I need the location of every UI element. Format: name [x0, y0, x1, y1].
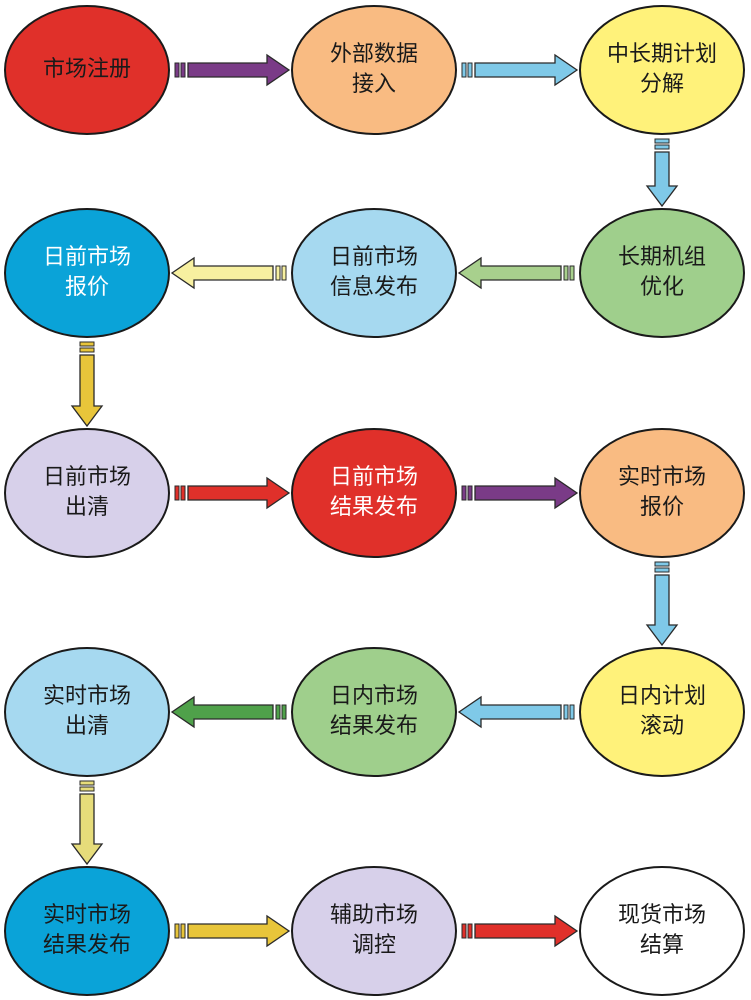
- node-spot-market-settlement: 现货市场 结算: [579, 866, 745, 996]
- arrow-market-registration-to-external-data-access: [174, 53, 291, 87]
- node-market-registration: 市场注册: [4, 5, 170, 135]
- arrow-long-term-unit-optimization-to-day-ahead-market-info-release: [457, 256, 575, 290]
- node-day-ahead-market-info-release: 日前市场 信息发布: [291, 208, 457, 338]
- node-label: 日前市场 结果发布: [329, 465, 418, 520]
- node-intraday-market-result-release: 日内市场 结果发布: [291, 647, 457, 777]
- node-label: 现货市场 结算: [617, 903, 706, 958]
- arrow-day-ahead-market-bidding-to-day-ahead-market-clearing: [70, 341, 104, 428]
- arrow-day-ahead-market-clearing-to-day-ahead-market-result-release: [174, 476, 291, 510]
- arrow-real-time-market-clearing-to-real-time-market-result-release: [70, 780, 104, 866]
- node-auxiliary-market-regulation: 辅助市场 调控: [291, 866, 457, 996]
- node-label: 市场注册: [42, 57, 131, 82]
- node-label: 辅助市场 调控: [329, 903, 418, 958]
- arrow-mid-long-term-plan-decomposition-to-long-term-unit-optimization: [645, 138, 679, 208]
- node-label: 长期机组 优化: [617, 245, 706, 300]
- node-label: 日前市场 报价: [42, 245, 131, 300]
- node-external-data-access: 外部数据 接入: [291, 5, 457, 135]
- node-intraday-plan-rolling: 日内计划 滚动: [579, 647, 745, 777]
- arrow-day-ahead-market-result-release-to-real-time-market-bidding: [461, 476, 579, 510]
- node-day-ahead-market-clearing: 日前市场 出清: [4, 428, 170, 558]
- node-label: 实时市场 结果发布: [42, 903, 131, 958]
- arrow-real-time-market-bidding-to-intraday-plan-rolling: [645, 561, 679, 647]
- arrow-auxiliary-market-regulation-to-spot-market-settlement: [461, 914, 579, 948]
- arrow-external-data-access-to-mid-long-term-plan-decomposition: [461, 53, 579, 87]
- node-mid-long-term-plan-decomposition: 中长期计划 分解: [579, 5, 745, 135]
- node-label: 实时市场 出清: [42, 684, 131, 739]
- node-real-time-market-clearing: 实时市场 出清: [4, 647, 170, 777]
- node-label: 外部数据 接入: [329, 42, 418, 97]
- node-label: 日内计划 滚动: [617, 684, 706, 739]
- node-label: 日内市场 结果发布: [329, 684, 418, 739]
- arrow-intraday-plan-rolling-to-intraday-market-result-release: [457, 695, 575, 729]
- node-day-ahead-market-bidding: 日前市场 报价: [4, 208, 170, 338]
- node-real-time-market-bidding: 实时市场 报价: [579, 428, 745, 558]
- arrow-day-ahead-market-info-release-to-day-ahead-market-bidding: [170, 256, 287, 290]
- node-label: 日前市场 出清: [42, 465, 131, 520]
- node-label: 中长期计划 分解: [606, 42, 717, 97]
- node-long-term-unit-optimization: 长期机组 优化: [579, 208, 745, 338]
- node-label: 日前市场 信息发布: [329, 245, 418, 300]
- arrow-intraday-market-result-release-to-real-time-market-clearing: [170, 695, 287, 729]
- node-day-ahead-market-result-release: 日前市场 结果发布: [291, 428, 457, 558]
- arrow-real-time-market-result-release-to-auxiliary-market-regulation: [174, 914, 291, 948]
- node-real-time-market-result-release: 实时市场 结果发布: [4, 866, 170, 996]
- node-label: 实时市场 报价: [617, 465, 706, 520]
